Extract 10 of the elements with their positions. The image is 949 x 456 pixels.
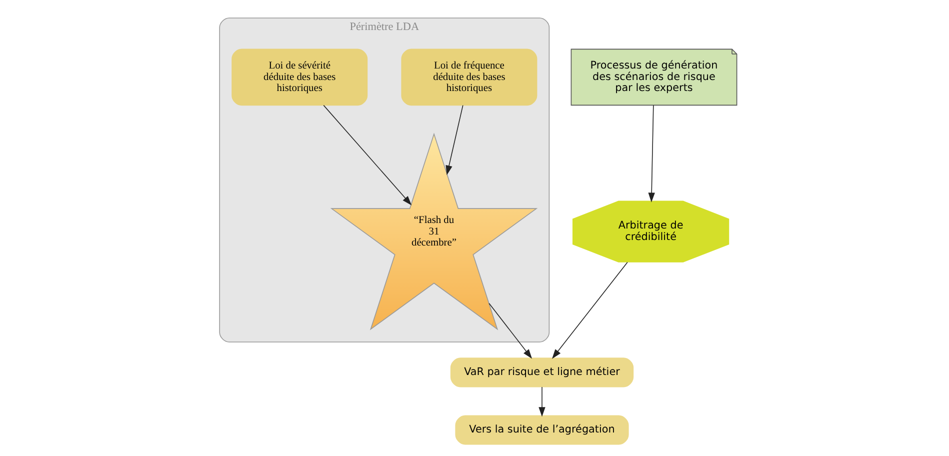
node-box: VaR par risque et ligne métier	[450, 358, 634, 388]
node-box: Loi de sévérité déduite des bases historiques	[231, 48, 368, 106]
node-box: Vers la suite de l’agrégation	[454, 415, 628, 445]
node-box: Loi de fréquence déduite des bases historiques	[400, 48, 537, 106]
arrow	[648, 104, 654, 202]
arrow	[488, 303, 532, 359]
arrow	[445, 104, 463, 176]
arrow	[322, 104, 412, 206]
arrow	[552, 262, 628, 359]
arrow	[538, 386, 545, 417]
